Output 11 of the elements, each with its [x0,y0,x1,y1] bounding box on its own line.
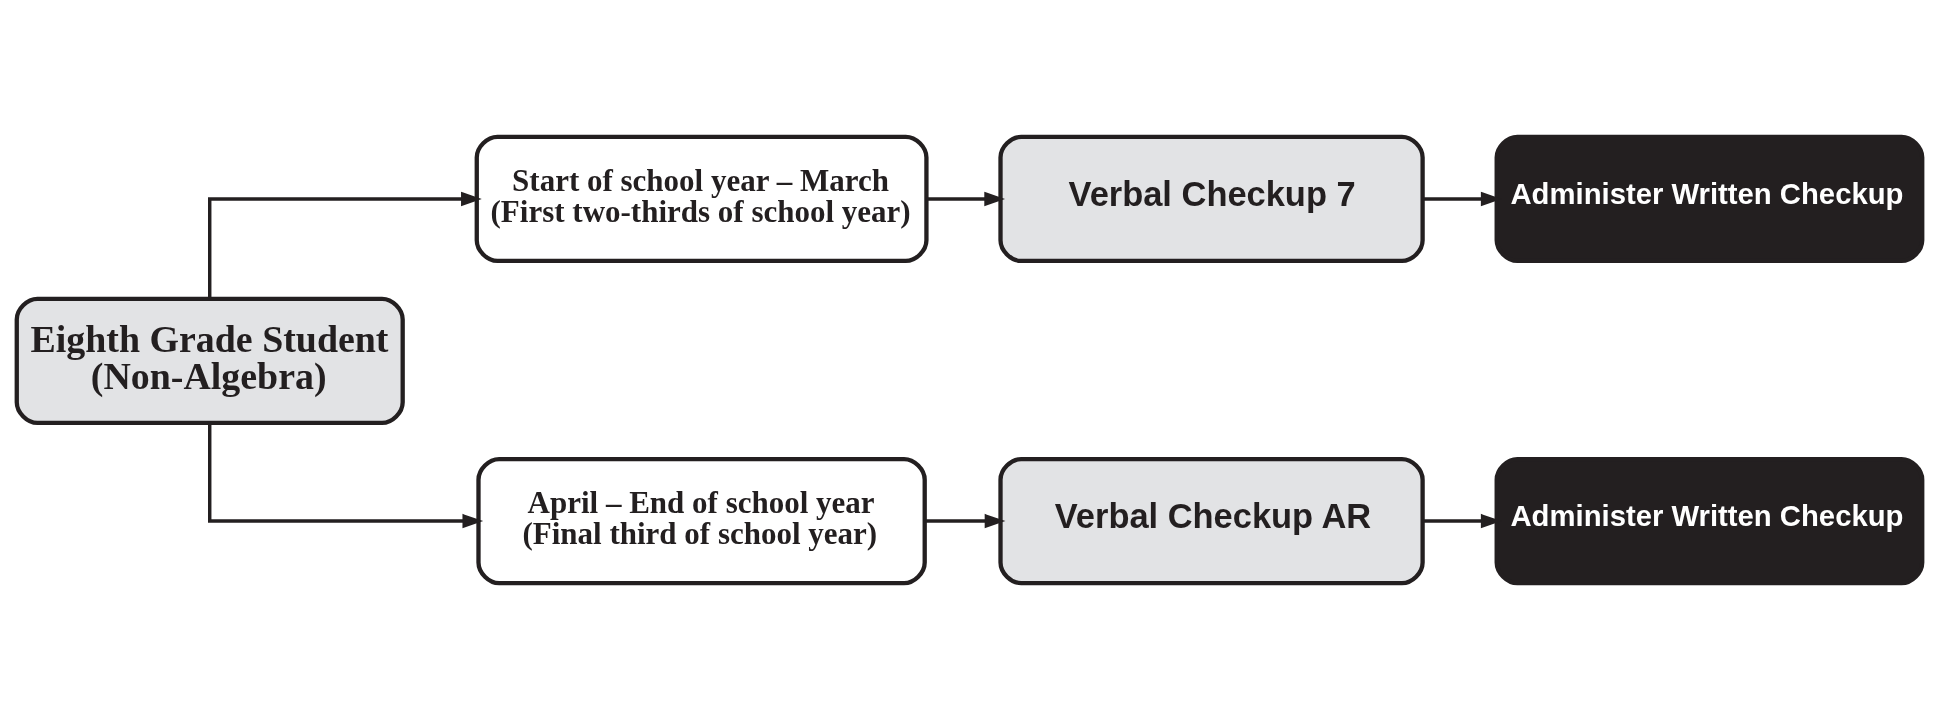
node-box: April – End of school year (Final third of school year) [476,456,927,586]
node-box: Verbal Checkup 7 [998,134,1425,264]
arrow [208,191,482,299]
node-box: Administer Written Checkup [1494,456,1925,586]
arrow [926,191,1005,207]
node-box: Start of school year – March (First two-thirds of school year) [474,134,929,264]
arrow [925,513,1006,529]
arrow [208,423,484,529]
node-box: Verbal Checkup AR [998,456,1425,586]
node-box: Administer Written Checkup [1494,134,1925,264]
node-box: Eighth Grade Student (Non-Algebra) [14,296,405,426]
